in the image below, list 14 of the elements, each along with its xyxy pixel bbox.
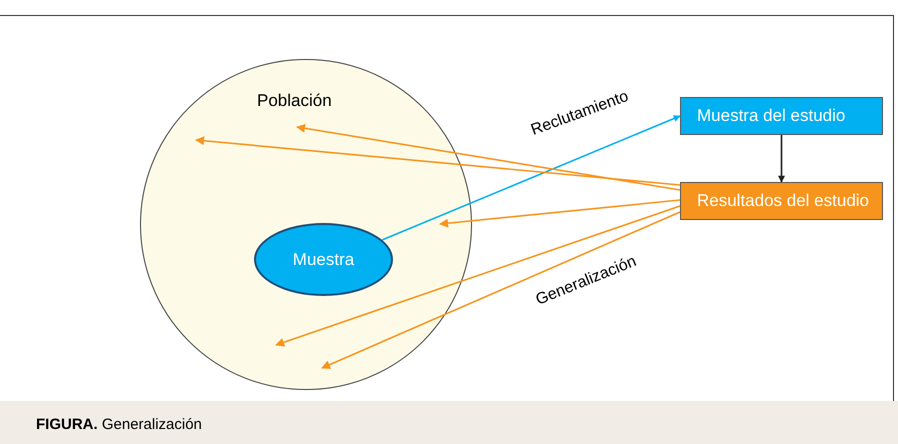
arrow bbox=[275, 205, 680, 347]
process-box bbox=[680, 182, 883, 220]
process-box bbox=[680, 97, 883, 135]
arrow bbox=[778, 135, 785, 183]
node-label: Resultados del estudio bbox=[697, 190, 870, 212]
arrow bbox=[439, 199, 680, 228]
arrow bbox=[321, 211, 680, 369]
arrow bbox=[382, 115, 681, 241]
region-label: Población bbox=[257, 90, 332, 112]
arrow bbox=[195, 136, 680, 186]
figure-caption: FIGURA. Generalización bbox=[36, 415, 202, 435]
arrow bbox=[296, 124, 680, 191]
node-label: Muestra bbox=[292, 248, 354, 271]
node-label: Muestra del estudio bbox=[697, 105, 846, 128]
